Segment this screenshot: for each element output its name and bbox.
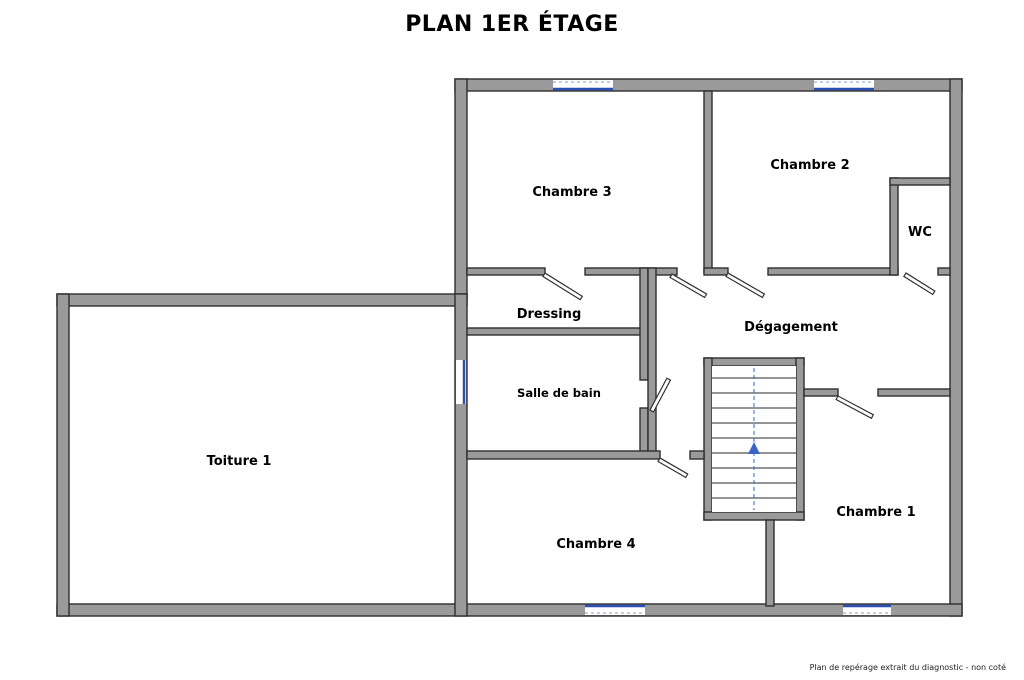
door-chambre-2 (725, 272, 766, 299)
door-chambre-1 (835, 395, 875, 420)
door-chambre-3 (542, 272, 584, 301)
window-toiture (456, 360, 466, 404)
label-dressing: Dressing (517, 307, 582, 322)
wall-bottom (56, 603, 963, 617)
label-wc: WC (908, 225, 932, 240)
label-chambre-3: Chambre 3 (532, 185, 611, 200)
wall-c2-bottom-b (767, 267, 899, 276)
staircase (712, 366, 796, 512)
window-chambre-1 (843, 605, 891, 615)
wall-c1-top-b (877, 388, 951, 397)
wall-wc-left (889, 177, 899, 276)
footnote: Plan de repérage extrait du diagnostic -… (809, 663, 1006, 672)
interior-walls (466, 90, 951, 607)
wall-dressing-bottom (466, 327, 648, 336)
label-chambre-4: Chambre 4 (556, 537, 635, 552)
wall-wc-top (889, 177, 951, 186)
plan-title: PLAN 1ER ÉTAGE (405, 12, 619, 37)
wall-stair-left (703, 357, 713, 521)
wall-stair-right (795, 357, 805, 521)
wall-c2-bottom-a (703, 267, 729, 276)
door-wc (903, 272, 936, 296)
wall-roof-top (56, 293, 468, 307)
windows (456, 80, 891, 615)
door-degagement-c3 (669, 273, 708, 299)
label-salle-de-bain: Salle de bain (517, 386, 601, 400)
wall-right (949, 78, 963, 617)
wall-c3-bottom-b (584, 267, 678, 276)
label-degagement: Dégagement (744, 320, 838, 335)
wall-roof-left (56, 293, 70, 617)
wall-c3-c2 (703, 90, 713, 274)
window-chambre-4 (585, 605, 645, 615)
window-chambre-3 (553, 80, 613, 90)
door-salle-de-bain (649, 377, 672, 413)
wall-deg-stair-connector (689, 450, 705, 460)
wall-dressing-right (639, 267, 649, 381)
label-chambre-2: Chambre 2 (770, 158, 849, 173)
doors (542, 272, 936, 479)
wall-c1-top-a (803, 388, 839, 397)
wall-wc-bottom-b (937, 267, 951, 276)
wall-roof-right (454, 293, 468, 617)
wall-main-left (454, 78, 468, 300)
wall-stair-bottom (703, 511, 805, 521)
room-labels: Chambre 3 Chambre 2 WC Dressing Dégageme… (207, 158, 932, 552)
label-toiture-1: Toiture 1 (207, 454, 272, 469)
wall-stair-top (703, 357, 805, 367)
door-chambre-4 (657, 457, 689, 479)
wall-sdb-bottom (466, 450, 661, 460)
wall-c3-bottom-a (466, 267, 546, 276)
window-chambre-2 (814, 80, 874, 90)
label-chambre-1: Chambre 1 (836, 505, 915, 520)
wall-top (454, 78, 963, 92)
wall-c4-c1 (765, 519, 775, 607)
wall-deg-left (647, 267, 657, 459)
stair-arrow-icon (748, 442, 760, 454)
